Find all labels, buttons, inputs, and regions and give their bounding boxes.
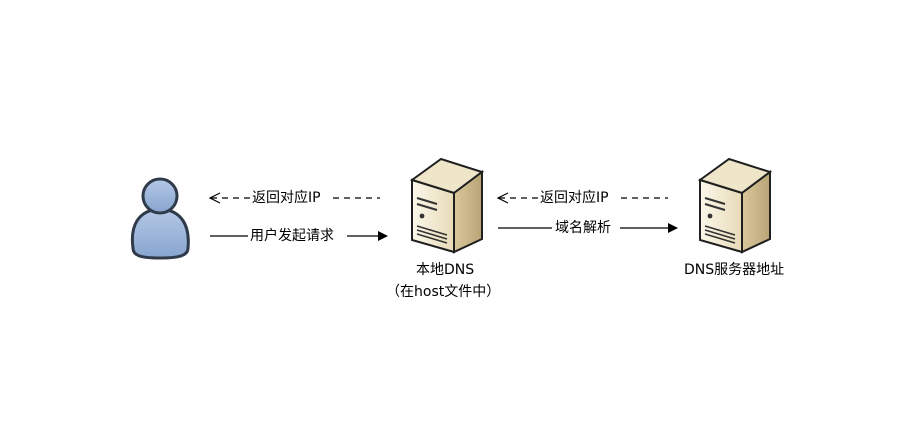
dns-server-icon — [697, 157, 773, 254]
local-dns-server-icon — [409, 157, 485, 254]
local-dns-label: 本地DNS — [416, 262, 475, 278]
dns-server-label: DNS服务器地址 — [684, 262, 785, 278]
return-ip-to-user-label: 返回对应IP — [252, 190, 321, 206]
user-icon — [130, 177, 190, 260]
domain-resolution-label: 域名解析 — [555, 220, 611, 236]
arrow-return-ip-to-local-dns — [496, 192, 668, 204]
return-ip-to-local-dns-label: 返回对应IP — [540, 190, 609, 206]
user-request-label: 用户发起请求 — [250, 228, 334, 244]
arrow-return-ip-to-user — [208, 192, 380, 204]
local-dns-sublabel: （在host文件中） — [386, 284, 501, 300]
